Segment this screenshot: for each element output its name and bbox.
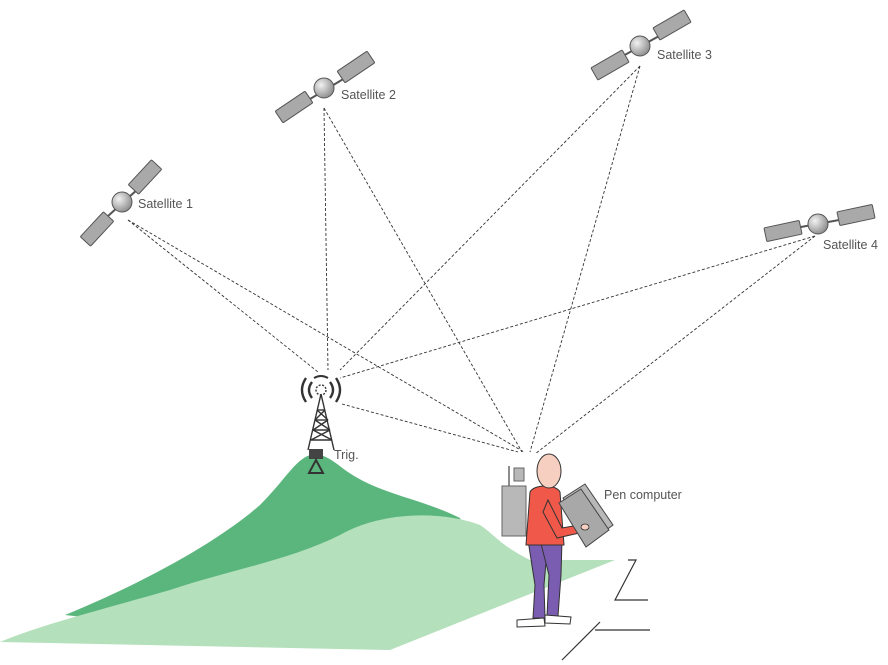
- pen-computer-label: Pen computer: [604, 488, 682, 502]
- satellite-3-label: Satellite 3: [657, 48, 712, 62]
- trig-label: Trig.: [334, 448, 359, 462]
- backpack-receiver-icon: [501, 466, 527, 537]
- signal-rays: [127, 65, 816, 455]
- satellite-icon: [590, 9, 692, 81]
- path-lines: [561, 559, 650, 661]
- radio-mast-icon: [300, 375, 342, 451]
- satellite-1-label: Satellite 1: [138, 197, 193, 211]
- hills: [0, 454, 615, 650]
- pen-computer-icon: [558, 483, 614, 548]
- surveyor-figure: [501, 453, 614, 628]
- light-hill: [0, 515, 615, 650]
- satellite-2-label: Satellite 2: [341, 88, 396, 102]
- satellite-icon: [80, 159, 162, 247]
- satellite-3: Satellite 3: [590, 9, 712, 81]
- satellite-icon: [275, 51, 375, 123]
- trig-station: Trig.: [300, 375, 359, 474]
- satellite-1: Satellite 1: [80, 159, 193, 247]
- satellite-4-label: Satellite 4: [823, 238, 878, 252]
- trig-point-icon: [307, 449, 325, 474]
- dark-hill: [65, 454, 470, 630]
- satellite-icon: [763, 204, 876, 242]
- satellite-2: Satellite 2: [275, 51, 396, 123]
- satellite-4: Satellite 4: [763, 204, 878, 252]
